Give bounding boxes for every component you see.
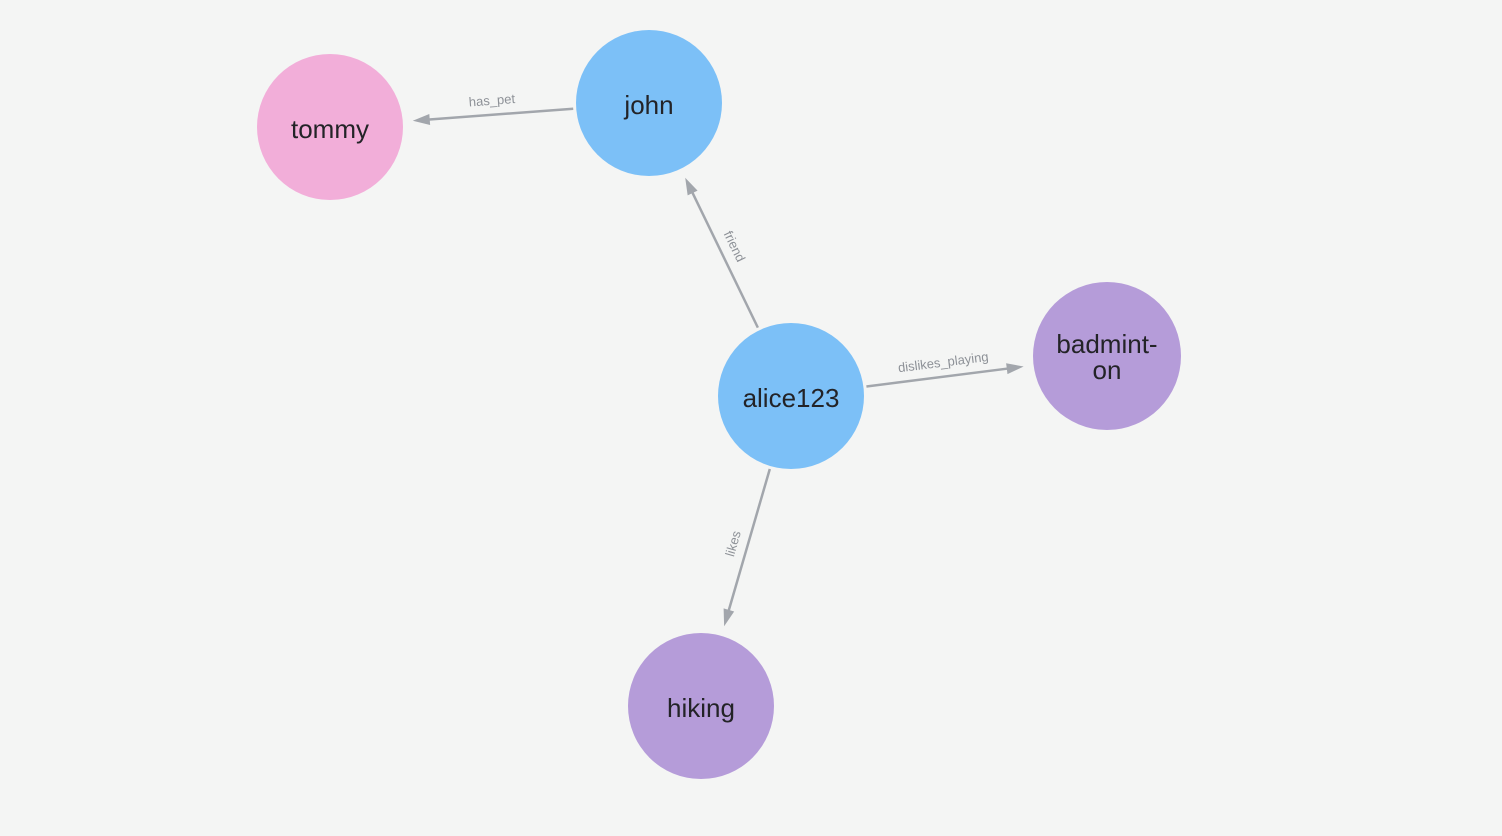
node-john[interactable]: john	[576, 30, 722, 176]
node-hiking[interactable]: hiking	[628, 633, 774, 779]
node-badminton[interactable]: badmint-on	[1033, 282, 1181, 430]
node-label: badmint-on	[1056, 329, 1157, 385]
node-label: hiking	[667, 693, 735, 723]
edge-dislikes_playing[interactable]: dislikes_playing	[866, 349, 1024, 388]
edge-likes[interactable]: likes	[722, 468, 772, 627]
edge-line[interactable]	[690, 190, 759, 329]
node-label: john	[623, 90, 673, 120]
edge-line[interactable]	[427, 107, 574, 121]
node-circle[interactable]	[718, 323, 864, 469]
edge-friend[interactable]: friend	[685, 177, 759, 329]
node-alice123[interactable]: alice123	[718, 323, 864, 469]
edge-arrowhead	[723, 608, 735, 627]
edge-line[interactable]	[866, 367, 1009, 388]
node-label: tommy	[291, 114, 369, 144]
edge-label[interactable]: likes	[722, 529, 744, 559]
edge-line[interactable]	[727, 468, 772, 613]
node-circle[interactable]	[1033, 282, 1181, 430]
node-circle[interactable]	[257, 54, 403, 200]
node-circle[interactable]	[628, 633, 774, 779]
node-label-line: on	[1093, 355, 1122, 385]
node-tommy[interactable]: tommy	[257, 54, 403, 200]
edge-has_pet[interactable]: has_pet	[412, 91, 574, 125]
node-circle[interactable]	[576, 30, 722, 176]
edge-arrowhead	[685, 177, 698, 196]
edge-arrowhead	[1006, 363, 1024, 375]
node-label-line: badmint-	[1056, 329, 1157, 359]
node-label: alice123	[743, 383, 840, 413]
edge-arrowhead	[412, 114, 431, 125]
node-layer: tommy john alice123 badmint-on hiking	[257, 30, 1181, 779]
edge-label[interactable]: has_pet	[468, 91, 516, 109]
edge-label[interactable]: dislikes_playing	[897, 349, 989, 375]
